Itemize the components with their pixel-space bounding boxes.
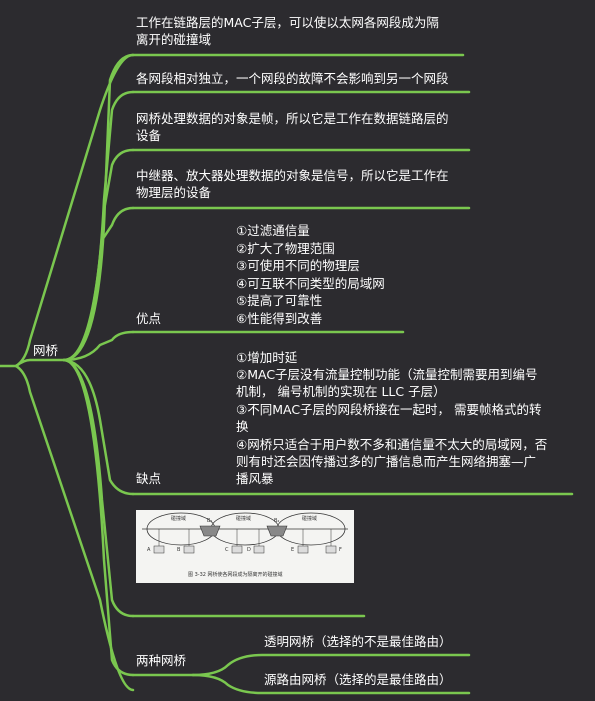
- segment-label: 碰撞域: [171, 515, 186, 522]
- host-label: A: [147, 547, 151, 553]
- source-route-bridge-item: 源路由网桥（选择的是最佳路由）: [264, 672, 452, 687]
- branch-connector-3: [62, 148, 135, 362]
- advantages-label: 优点: [136, 311, 162, 326]
- sub-connector-source: [191, 673, 471, 695]
- branch-connector-2: [62, 90, 135, 362]
- bridge-icon: [266, 525, 288, 537]
- disadvantage-item: 机制， 编号机制的实现在 LLC 子层）: [236, 384, 446, 399]
- host-label: D: [247, 547, 251, 553]
- host-label: E: [291, 547, 294, 553]
- host-icon: [231, 545, 243, 554]
- branch-1-line-1: 工作在链路层的MAC子层，可以使以太网各网段成为隔: [136, 15, 439, 30]
- trunk-up: [14, 53, 135, 368]
- root-node: 网桥: [33, 343, 59, 358]
- branch-2-line-1: 各网段相对独立，一个网段的故障不会影响到另一个网段: [136, 71, 449, 86]
- segment-label: 碰撞域: [302, 515, 317, 522]
- trunk-down: [14, 364, 135, 692]
- branch-1-line-2: 离开的碰撞域: [136, 32, 212, 47]
- bridge-figure: B₁ B₂ 碰撞域 碰撞域 碰撞域 A B C D E F 图 3-32 网桥使…: [136, 510, 354, 583]
- advantage-item: ④可互联不同类型的局域网: [236, 275, 385, 291]
- advantage-item: ⑥性能得到改善: [236, 310, 323, 326]
- disadvantage-item: ③不同MAC子层的网段桥接在一起时， 需要帧格式的转: [236, 402, 542, 417]
- figure-caption: 图 3-32 网桥使各网段成为隔离开的碰撞域: [188, 571, 283, 578]
- branch-3-line-2: 设备: [136, 128, 162, 143]
- branch-connector-4: [62, 206, 135, 362]
- disadvantage-item: 换: [236, 419, 249, 434]
- bridge-label: B₂: [274, 518, 279, 524]
- bridge-label: B₁: [207, 518, 212, 524]
- branch-connector-two: [62, 358, 135, 677]
- advantage-item: ①过滤通信量: [236, 223, 310, 238]
- disadvantage-item: ②MAC子层没有流量控制功能（流量控制需要用到编号: [236, 367, 538, 382]
- branch-connector-dis: [62, 358, 135, 496]
- transparent-bridge-item: 透明网桥（选择的不是最佳路由）: [264, 634, 452, 649]
- host-icon: [297, 545, 309, 554]
- sub-connector-transparent: [191, 653, 471, 677]
- host-label: C: [225, 547, 229, 553]
- advantage-item: ②扩大了物理范围: [236, 240, 335, 256]
- advantage-item: ③可使用不同的物理层: [236, 258, 360, 273]
- branch-3-line-1: 网桥处理数据的对象是帧，所以它是工作在数据链路层的: [136, 111, 449, 126]
- disadvantages-label: 缺点: [136, 471, 162, 486]
- two-bridges-label: 两种网桥: [136, 653, 187, 668]
- bridge-icon: [199, 525, 221, 537]
- branch-connector-1: [62, 53, 135, 362]
- host-label: F: [339, 547, 342, 553]
- disadvantage-item: ④网桥只适合于用户数不多和通信量不太大的局域网，否: [236, 437, 548, 452]
- branch-4-line-2: 物理层的设备: [136, 185, 212, 200]
- host-icon: [153, 545, 165, 554]
- advantage-item: ⑤提高了可靠性: [236, 293, 323, 308]
- disadvantage-item: ①增加时延: [236, 350, 298, 365]
- branch-connector-adv: [62, 330, 135, 362]
- segment-label: 碰撞域: [236, 515, 251, 522]
- root-underline: [0, 358, 66, 368]
- host-label: B: [177, 547, 181, 553]
- branch-4-line-1: 中继器、放大器处理数据的对象是信号，所以它是工作在: [136, 168, 449, 183]
- host-icon: [183, 545, 195, 554]
- host-icon: [325, 545, 337, 554]
- disadvantage-item: 则有时还会因传播过多的广播信息而产生网络拥塞—广: [236, 454, 537, 469]
- host-icon: [253, 545, 265, 554]
- disadvantage-item: 播风暴: [236, 471, 274, 486]
